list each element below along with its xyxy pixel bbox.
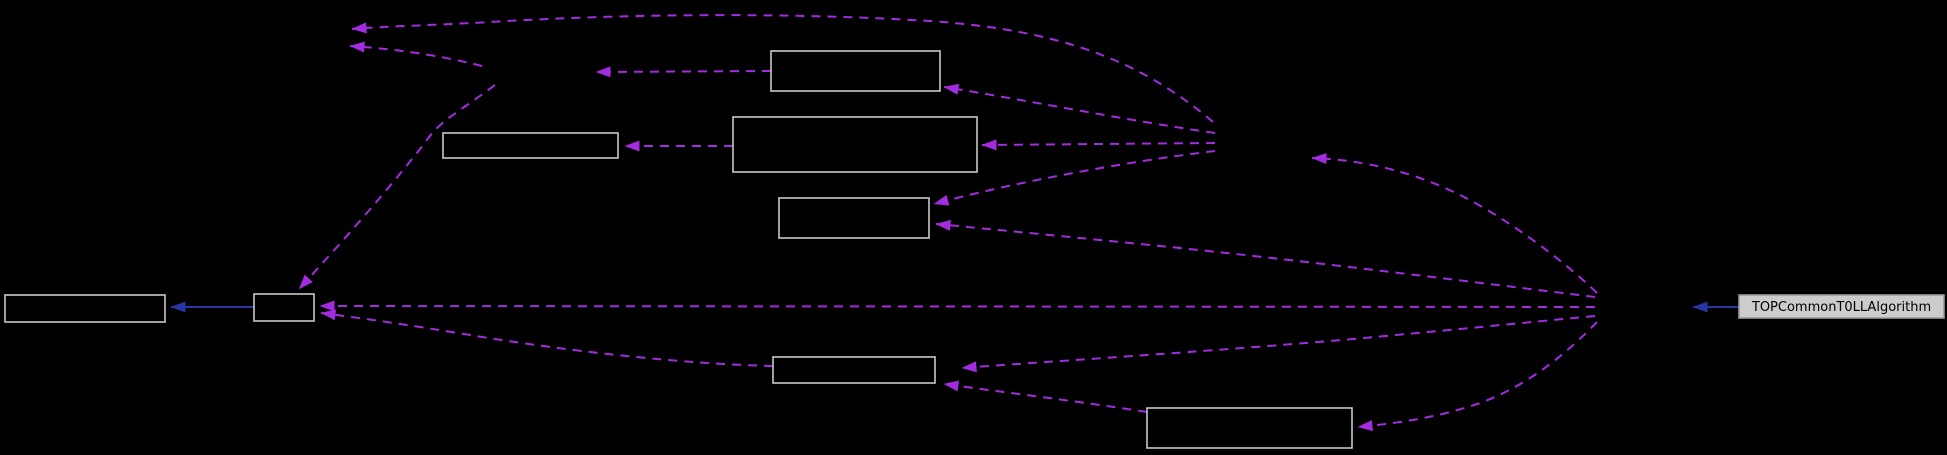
edge-bottom-mid-to-small-hub [320, 309, 774, 367]
node-small-hub-box[interactable] [253, 293, 315, 322]
node-top[interactable] [770, 50, 941, 92]
node-bottom-right-box[interactable] [1146, 407, 1353, 449]
node-far-left-box[interactable] [4, 294, 166, 323]
node-top-common-t0ll-algorithm-box[interactable] [1738, 294, 1945, 319]
nodes-layer: TOPCommonT0LLAlgorithm [4, 50, 1945, 449]
node-mid[interactable] [778, 197, 930, 239]
node-top-common-t0ll-algorithm[interactable]: TOPCommonT0LLAlgorithm [1738, 294, 1945, 319]
edge-mid-hub-to-small-hub-top [298, 84, 496, 290]
edge-far-hub-to-bottom-mid [961, 315, 1596, 373]
edge-right-hub-to-node-top [943, 83, 1216, 134]
edge-far-hub-to-node-mid [935, 219, 1596, 298]
edge-right-hub-to-center-large [981, 139, 1216, 151]
node-left-wide-box[interactable] [442, 132, 619, 159]
edge-far-hub-to-bottom-right [1357, 321, 1598, 432]
node-center-large[interactable] [732, 116, 978, 173]
edge-mid-hub-to-upper-left [349, 41, 483, 67]
node-top-box[interactable] [770, 50, 941, 92]
edge-far-hub-to-small-hub [319, 300, 1596, 312]
node-left-wide[interactable] [442, 132, 619, 159]
edge-top-arc-to-upper-left [351, 14, 1214, 123]
node-far-left[interactable] [4, 294, 166, 323]
node-bottom-right[interactable] [1146, 407, 1353, 449]
node-mid-box[interactable] [778, 197, 930, 239]
edge-far-hub-to-right-hub [1311, 153, 1598, 294]
edges-layer [170, 14, 1739, 432]
node-bottom-mid-box[interactable] [772, 356, 936, 384]
node-top-common-t0ll-algorithm-label: TOPCommonT0LLAlgorithm [1751, 300, 1931, 315]
node-bottom-mid[interactable] [772, 356, 936, 384]
edge-bottom-right-to-bottom-mid [943, 380, 1148, 413]
edge-right-hub-to-node-mid [933, 150, 1216, 206]
node-small-hub[interactable] [253, 293, 315, 322]
node-center-large-box[interactable] [732, 116, 978, 173]
edge-node-top-to-mid-hub [595, 66, 772, 78]
